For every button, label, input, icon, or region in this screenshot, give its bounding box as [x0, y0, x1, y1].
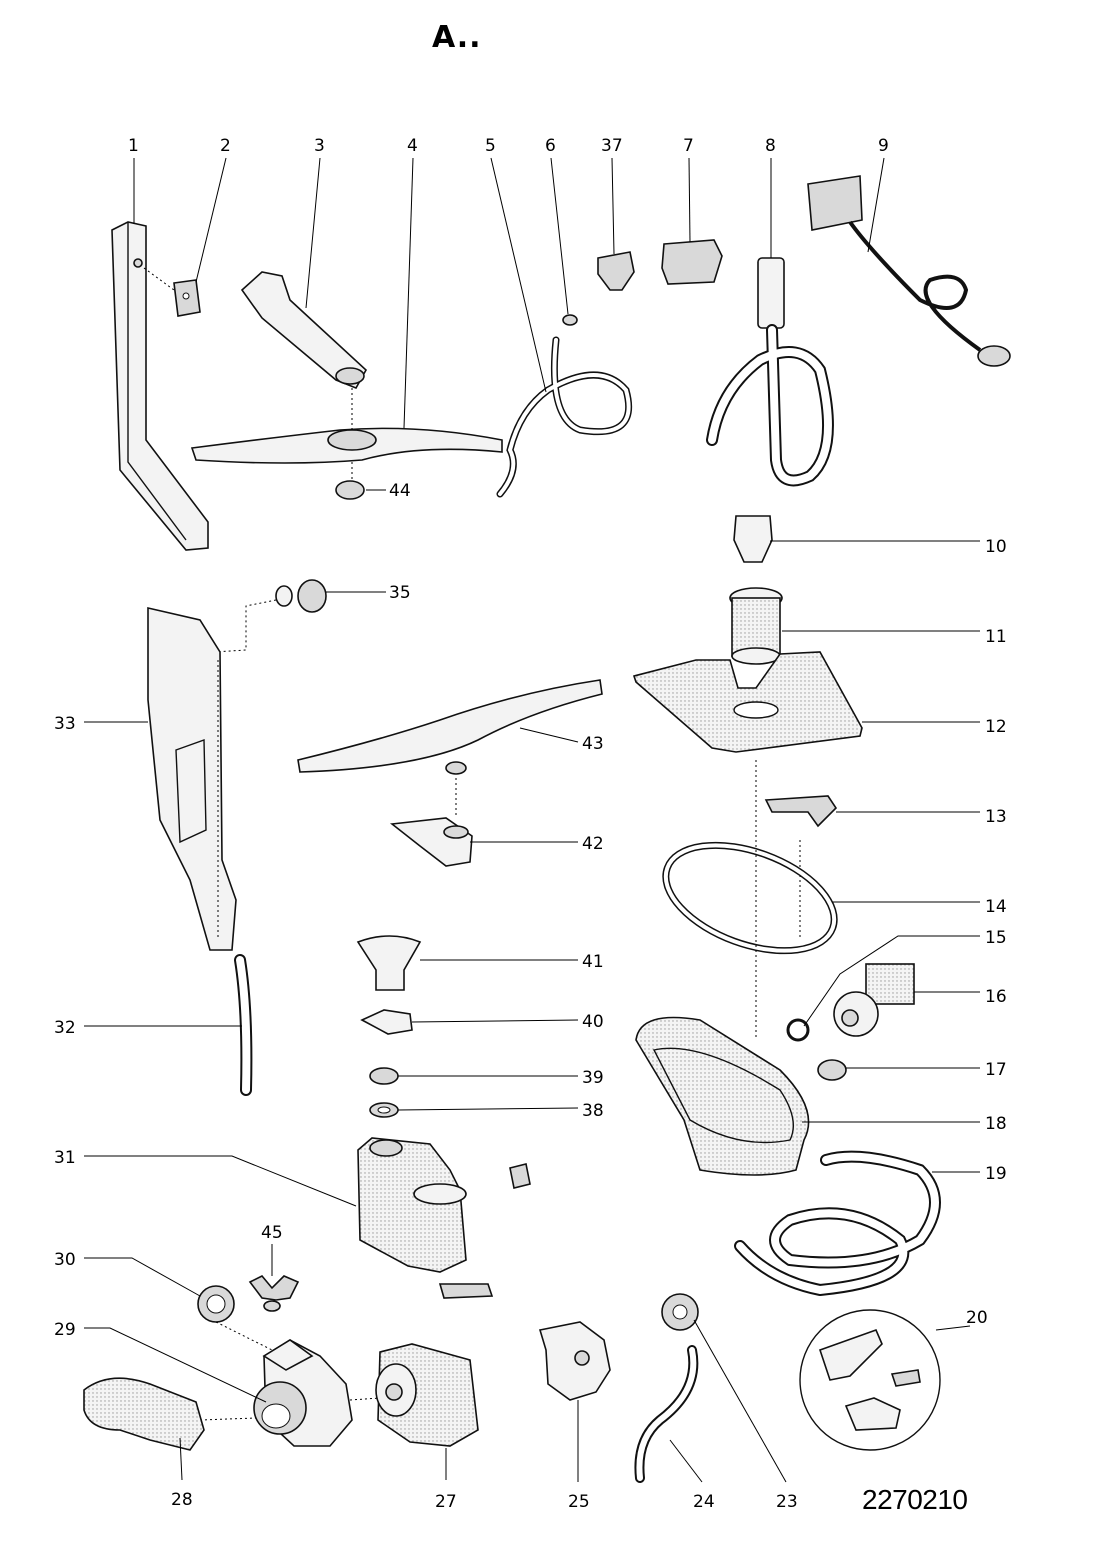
- page-title: A..: [432, 20, 482, 55]
- part-16-drain-pump: [833, 963, 915, 1037]
- callout-43: 43: [582, 734, 604, 754]
- callout-27: 27: [435, 1492, 457, 1512]
- part-27-wash-motor: [375, 1343, 479, 1447]
- callout-14: 14: [985, 897, 1007, 917]
- part-18-sump: [635, 1016, 810, 1176]
- callout-labels: 1 2 3 4 5 6 37 7 8 9 44 10 35 11 33 12 4…: [54, 136, 1007, 1512]
- part-33-side-panel: [147, 606, 237, 951]
- callout-25: 25: [568, 1492, 590, 1512]
- callout-9: 9: [878, 136, 889, 156]
- part-43-upper-spray-arm: [297, 679, 603, 816]
- part-39-nut: [369, 1067, 399, 1085]
- callout-2: 2: [220, 136, 231, 156]
- part-24-tube: [634, 1345, 699, 1483]
- small-clip: [509, 1163, 531, 1189]
- callout-45: 45: [261, 1223, 283, 1243]
- callout-32: 32: [54, 1018, 76, 1038]
- callout-5: 5: [485, 136, 496, 156]
- callout-30: 30: [54, 1250, 76, 1270]
- callout-44: 44: [389, 481, 411, 501]
- part-7-clip: [661, 239, 723, 285]
- diagram-code: 2270210: [862, 1484, 968, 1515]
- part-25-valve-assembly: [538, 1321, 611, 1401]
- callout-19: 19: [985, 1164, 1007, 1184]
- part-41-funnel: [356, 935, 422, 991]
- callout-24: 24: [693, 1492, 715, 1512]
- callout-42: 42: [582, 834, 604, 854]
- callout-8: 8: [765, 136, 776, 156]
- part-11-microfilter: [729, 587, 783, 665]
- part-44-nut: [335, 462, 365, 500]
- callout-17: 17: [985, 1060, 1007, 1080]
- part-45-y-connector: [248, 1275, 300, 1312]
- part-20-detail-kit: [799, 1309, 941, 1451]
- part-42-arm-support: [389, 817, 473, 867]
- callout-13: 13: [985, 807, 1007, 827]
- callout-28: 28: [171, 1490, 193, 1510]
- part-9-power-cable: [807, 175, 1011, 367]
- part-2-bracket: [143, 267, 201, 317]
- callout-39: 39: [582, 1068, 604, 1088]
- callout-10: 10: [985, 537, 1007, 557]
- part-23-grommet: [661, 1293, 699, 1331]
- callout-12: 12: [985, 717, 1007, 737]
- callout-3: 3: [314, 136, 325, 156]
- callout-15: 15: [985, 928, 1007, 948]
- part-19-drain-hose: [734, 1150, 941, 1297]
- callout-1: 1: [128, 136, 139, 156]
- callout-31: 31: [54, 1148, 76, 1168]
- part-1-vertical-tube: [111, 221, 209, 551]
- part-28-elbow-hose: [83, 1377, 205, 1451]
- callout-6: 6: [545, 136, 556, 156]
- part-31-softener: [357, 1137, 494, 1299]
- part-30-plug: [197, 1285, 235, 1323]
- callout-40: 40: [582, 1012, 604, 1032]
- callout-16: 16: [985, 987, 1007, 1007]
- callout-23: 23: [776, 1492, 798, 1512]
- callout-11: 11: [985, 627, 1007, 647]
- part-35-gear: [213, 579, 327, 653]
- part-40-cap: [360, 1009, 413, 1035]
- part-3-feed-pipe: [240, 271, 368, 390]
- part-13-latch: [764, 795, 838, 940]
- callout-41: 41: [582, 952, 604, 972]
- part-37-valve: [597, 251, 635, 291]
- callout-38: 38: [582, 1101, 604, 1121]
- callout-7: 7: [683, 136, 694, 156]
- part-6-ring: [562, 314, 578, 326]
- part-38-washer: [369, 1102, 399, 1118]
- part-15-ring: [786, 1018, 810, 1042]
- callout-33: 33: [54, 714, 76, 734]
- leader-lines: [84, 157, 980, 1483]
- callout-4: 4: [407, 136, 418, 156]
- callout-20: 20: [966, 1308, 988, 1328]
- part-14-gasket: [662, 760, 838, 1040]
- part-5-hose: [496, 336, 633, 498]
- part-17-valve: [817, 1059, 847, 1081]
- part-8-inlet-hose: [706, 257, 834, 487]
- callout-37: 37: [601, 136, 623, 156]
- part-32-tube: [234, 954, 253, 1096]
- callout-29: 29: [54, 1320, 76, 1340]
- callout-35: 35: [389, 583, 411, 603]
- part-10-filter: [733, 515, 773, 563]
- callout-18: 18: [985, 1114, 1007, 1134]
- part-4-lower-spray-arm: [190, 388, 503, 464]
- part-12-filter-plate: [632, 651, 863, 753]
- part-29-pump-housing: [199, 1321, 381, 1447]
